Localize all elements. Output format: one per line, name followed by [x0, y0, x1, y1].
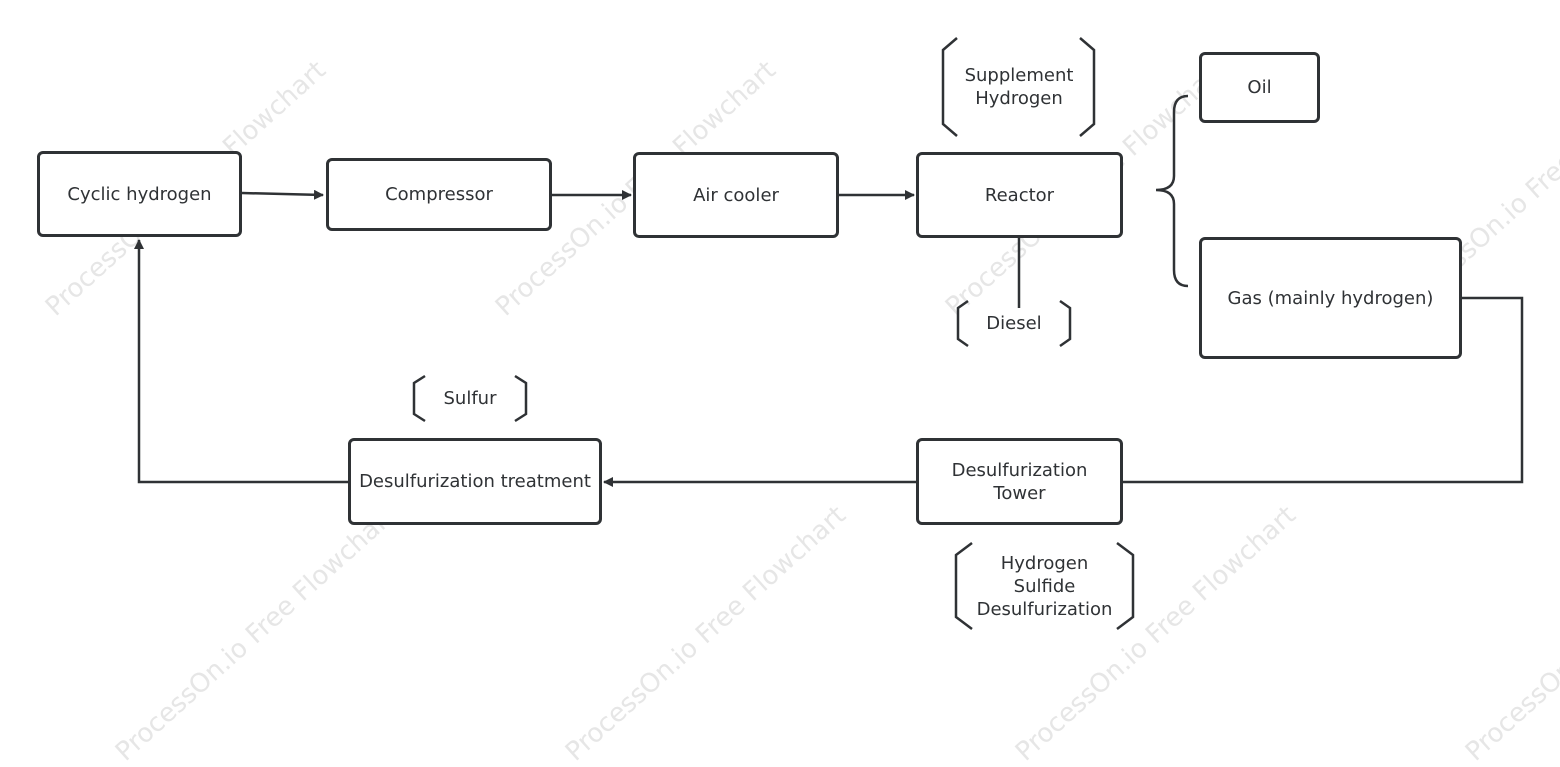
node-desulfurization-treatment: Desulfurization treatment [348, 438, 602, 525]
bracket-right-h2s [1116, 542, 1135, 630]
note-sulfur: Sulfur [418, 377, 522, 419]
node-compressor: Compressor [326, 158, 552, 231]
curly-brace-split [1155, 94, 1189, 288]
node-oil-label: Oil [1247, 77, 1272, 98]
node-desulfurization-treatment-label: Desulfurization treatment [359, 471, 591, 492]
node-cyclic-hydrogen-label: Cyclic hydrogen [67, 183, 212, 205]
flow-connectors [134, 37, 1524, 630]
arrow-cyclic-to-compressor [241, 189, 324, 200]
note-diesel-label: Diesel [986, 312, 1042, 334]
node-air-cooler-label: Air cooler [693, 184, 779, 206]
bracket-left-supplement [941, 37, 958, 137]
node-desulfurization-tower: Desulfurization Tower [916, 438, 1123, 525]
node-gas: Gas (mainly hydrogen) [1199, 237, 1462, 359]
node-cyclic-hydrogen: Cyclic hydrogen [37, 151, 242, 237]
node-oil: Oil [1199, 52, 1320, 123]
note-sulfur-label: Sulfur [443, 387, 497, 409]
node-air-cooler: Air cooler [633, 152, 839, 238]
node-reactor: Reactor [916, 152, 1123, 238]
bracket-right-sulfur [514, 374, 528, 423]
note-hydrogen-sulfide-desulfurization: Hydrogen Sulfide Desulfurization [962, 545, 1127, 627]
note-supplement-hydrogen-label: Supplement Hydrogen [964, 65, 1074, 109]
note-diesel: Diesel [962, 302, 1066, 344]
note-hydrogen-sulfide-desulfurization-label: Hydrogen Sulfide Desulfurization [976, 552, 1113, 620]
line-gas-to-tower [1122, 296, 1524, 484]
node-gas-label: Gas (mainly hydrogen) [1227, 287, 1434, 309]
note-supplement-hydrogen: Supplement Hydrogen [948, 40, 1090, 134]
node-desulfurization-tower-label: Desulfurization Tower [951, 459, 1088, 504]
arrow-treatment-to-cyclic [134, 239, 349, 484]
bracket-right-supplement [1079, 37, 1096, 137]
node-reactor-label: Reactor [984, 184, 1055, 206]
bracket-left-diesel [956, 299, 969, 348]
bracket-left-h2s [954, 542, 973, 630]
node-compressor-label: Compressor [385, 184, 493, 205]
bracket-left-sulfur [412, 374, 426, 423]
bracket-right-diesel [1059, 299, 1072, 348]
